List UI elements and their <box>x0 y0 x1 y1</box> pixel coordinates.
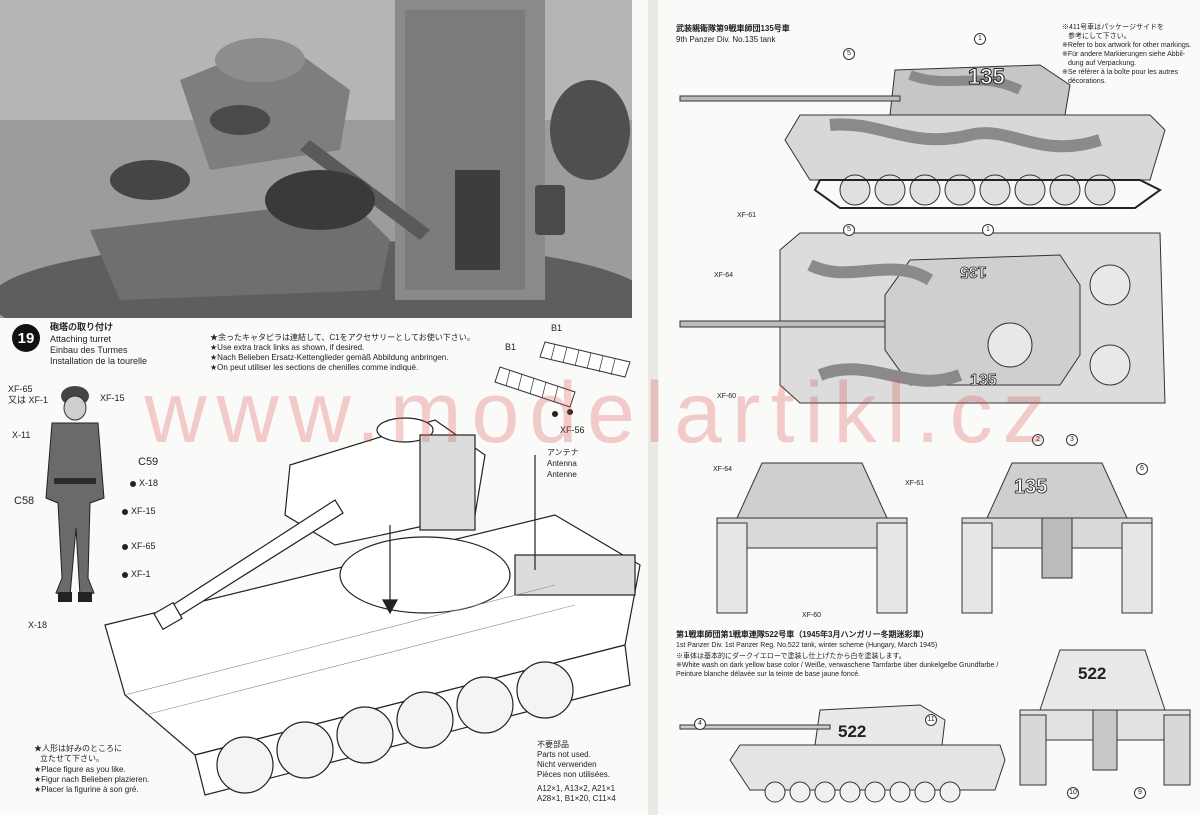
paint-xf64-label-a: XF-64 <box>714 272 734 279</box>
decal-callout-10: 10 <box>1067 787 1079 799</box>
decal-callout-5-top: 5 <box>843 224 855 236</box>
not-used-de: Nicht verwenden <box>537 760 597 769</box>
antenna-label-jp: アンテナ <box>547 448 579 457</box>
decal-callout-11: 11 <box>925 714 937 726</box>
decal-callout-9: 9 <box>1134 787 1146 799</box>
step-title-jp: 砲塔の取り付け <box>50 322 114 332</box>
tank-number-135-rear: 135 <box>1014 476 1048 499</box>
tank-135-top-view <box>679 232 1166 404</box>
paint-x18-label: X-18 <box>139 478 159 488</box>
scheme2-note-fr: Peinture blanche délavée sur la teinte d… <box>676 671 861 678</box>
scheme1-note-jp-1: ※411号車はパッケージサイドを <box>1062 24 1165 31</box>
tank-assembly-drawing <box>104 417 641 796</box>
tank-commander-figure <box>45 386 105 602</box>
figure-note-jp-1: ★人形は好みのところに <box>34 744 122 753</box>
scheme1-note-fr-1: ※Se référer à la boîte pour les autres <box>1062 69 1178 76</box>
antenna-label-en: Antenna <box>547 459 577 468</box>
paint-or-xf1-label: 又は XF-1 <box>8 395 49 405</box>
tank-number-522-rear: 522 <box>1078 664 1107 683</box>
scheme1-note-jp-2: 参考にして下さい。 <box>1068 33 1131 40</box>
part-b1-label-b: B1 <box>551 323 563 333</box>
antenna-label-de: Antenne <box>547 470 577 479</box>
figure-note-de: ★Figur nach Belieben plazieren. <box>34 775 150 784</box>
scheme1-note-en: ※Refer to box artwork for other markings… <box>1062 42 1192 49</box>
step-title-en: Attaching turret <box>50 334 112 344</box>
paint-xf61-label-b: XF-61 <box>905 480 925 487</box>
not-used-en: Parts not used. <box>537 750 591 759</box>
paint-x18-label-b: X-18 <box>28 620 48 630</box>
decal-callout-2: 2 <box>1032 434 1044 446</box>
decal-callout-1: 1 <box>974 33 986 45</box>
decal-callout-6: 6 <box>1136 463 1148 475</box>
scheme2-note-jp: ※車体は基本的にダークイエローで塗装し仕上げたから白を塗装します。 <box>676 653 906 660</box>
paint-xf56-label: XF-56 <box>560 425 585 435</box>
paint-xf60-label-b: XF-60 <box>802 612 822 619</box>
part-c58-label: C58 <box>14 495 35 507</box>
paint-xf65-label-b: XF-65 <box>131 541 156 551</box>
paint-xf1-label-b: XF-1 <box>131 569 151 579</box>
part-b1-label-a: B1 <box>505 342 517 352</box>
track-note-en: ★Use extra track links as shown, if desi… <box>210 343 365 352</box>
not-used-parts-line-2: A28×1, B1×20, C11×4 <box>537 794 616 803</box>
scheme2-title-en: 1st Panzer Div. 1st Panzer Reg. No.522 t… <box>676 642 938 649</box>
scheme1-title-en: 9th Panzer Div. No.135 tank <box>676 35 776 44</box>
page-gutter <box>648 0 658 815</box>
paint-dot-icon <box>122 543 128 550</box>
tank-135-front-rear-views <box>716 462 1153 614</box>
figure-note-fr: ★Placer la figurine à son gré. <box>34 785 139 794</box>
track-note-fr: ★On peut utiliser les sections de chenil… <box>210 363 419 372</box>
part-c59-label: C59 <box>138 456 159 468</box>
paint-x11-label: X-11 <box>12 430 31 440</box>
tank-522-side-view <box>679 704 1006 803</box>
tank-135-side-view <box>679 64 1166 209</box>
tank-number-135-top-b: 135 <box>970 372 997 390</box>
scheme1-note-fr-2: décorations. <box>1068 78 1107 85</box>
scheme1-title-jp: 武装親衛隊第9戦車師団135号車 <box>676 24 790 33</box>
scheme2-title-jp: 第1戦車師団第1戦車連隊522号車（1945年3月ハンガリー冬期迷彩車） <box>676 630 929 639</box>
paint-dot-icon <box>130 480 136 487</box>
step-title-fr: Installation de la tourelle <box>50 356 148 366</box>
decal-callout-4: 4 <box>694 718 706 730</box>
paint-xf64-label-b: XF-64 <box>713 466 733 473</box>
diorama-photo <box>0 0 632 318</box>
step-title-de: Einbau des Turmes <box>50 345 128 355</box>
scheme1-note-de-2: dung auf Verpackung. <box>1068 60 1137 67</box>
paint-xf15-label-b: XF-15 <box>131 506 156 516</box>
scheme1-note-de-1: ※Für andere Markierungen siehe Abbil- <box>1062 51 1185 58</box>
watermark-text: www.modelartikl.cz <box>144 365 1056 461</box>
tank-number-522-side: 522 <box>838 722 867 741</box>
paint-dot-icon <box>122 571 128 578</box>
not-used-parts-line-1: A12×1, A13×2, A21×1 <box>537 784 616 793</box>
paint-xf65-label: XF-65 <box>8 384 33 394</box>
tank-522-rear-view <box>1019 649 1191 786</box>
track-note-de: ★Nach Belieben Ersatz-Kettenglieder gemä… <box>210 353 449 362</box>
scheme2-note-en: ※White wash on dark yellow base color / … <box>676 662 999 669</box>
figure-note-jp-2: 立たせて下さい。 <box>40 754 104 763</box>
not-used-fr: Pièces non utilisées. <box>537 770 610 779</box>
paint-xf60-label-a: XF-60 <box>717 393 737 400</box>
not-used-jp: 不要部品 <box>537 740 569 749</box>
decal-callout-5: 5 <box>843 48 855 60</box>
paint-xf61-label-a: XF-61 <box>737 212 757 219</box>
paint-dot-icon <box>122 508 128 515</box>
decal-callout-3: 3 <box>1066 434 1078 446</box>
track-note-jp: ★余ったキャタピラは連結して、C1をアクセサリーとしてお使い下さい。 <box>210 333 475 342</box>
paint-xf15-label: XF-15 <box>100 393 125 403</box>
track-links-illustration <box>494 341 631 417</box>
diorama-illustration <box>0 0 632 318</box>
step-number-badge: 19 <box>12 324 40 352</box>
decal-callout-1-top: 1 <box>982 224 994 236</box>
tank-number-135-side: 135 <box>968 64 1006 90</box>
figure-note-en: ★Place figure as you like. <box>34 765 126 774</box>
tank-number-135-top-a: 135 <box>960 263 988 281</box>
